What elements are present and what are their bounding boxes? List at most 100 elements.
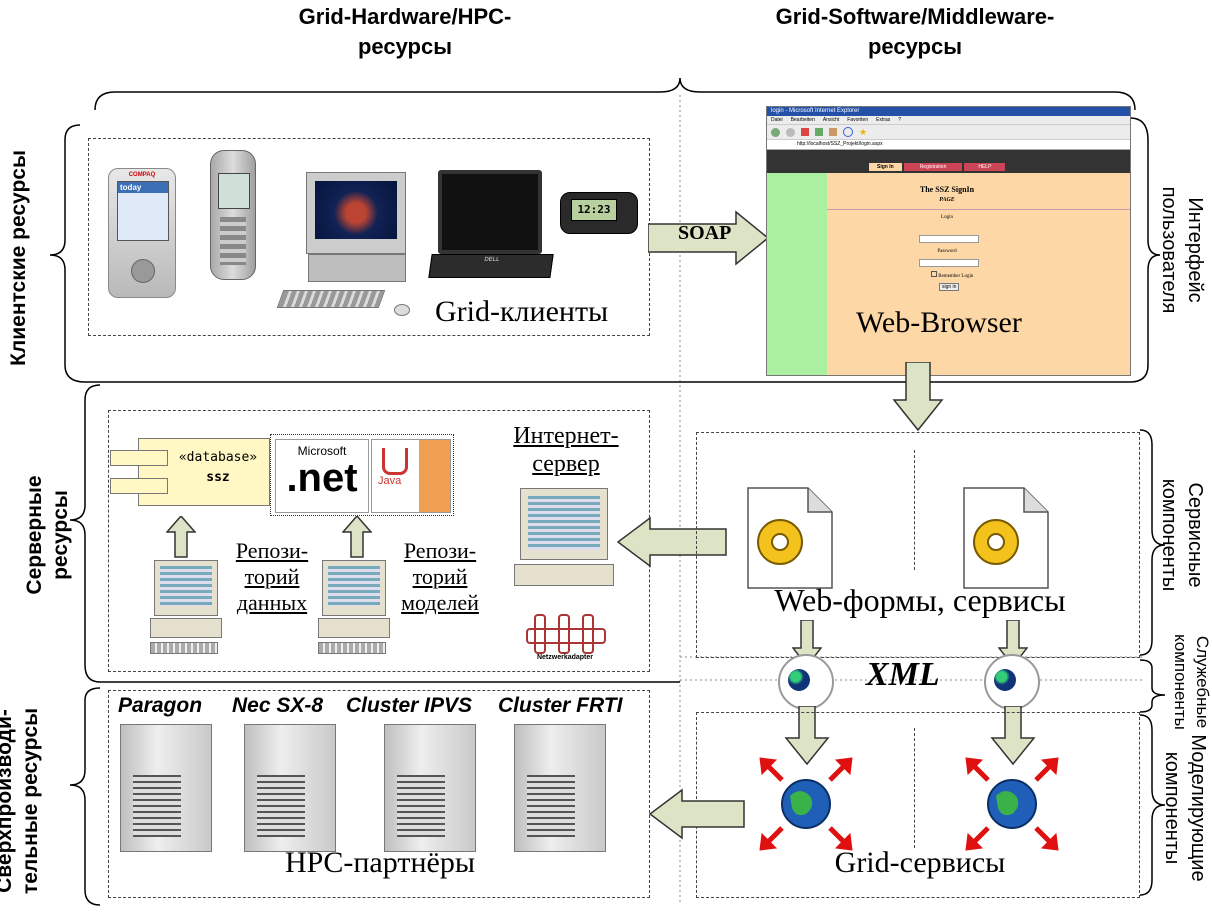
server-brace xyxy=(69,384,680,683)
java-cup-icon xyxy=(382,448,408,475)
tab-registration[interactable]: Registration xyxy=(903,163,963,171)
hpc-brace xyxy=(69,687,101,906)
internet-server-monitor xyxy=(520,488,608,560)
arrow-repo-models-up xyxy=(342,516,372,558)
tower-vents xyxy=(257,775,305,837)
remember-checkbox[interactable] xyxy=(931,271,937,277)
web-forms-label: Web-формы, сервисы xyxy=(774,582,1066,618)
internet-server-screen xyxy=(528,496,600,550)
pager-screen: 12:23 xyxy=(571,199,617,221)
dotnet-logo: Microsoft .net xyxy=(275,439,369,513)
repo-models-line3: моделей xyxy=(401,590,479,615)
header-hardware: Grid-Hardware/HPC- ресурсы xyxy=(190,2,620,62)
header-hardware-line2: ресурсы xyxy=(357,34,453,59)
header-software-line1: Grid-Software/Middleware- xyxy=(775,4,1055,29)
document-gear-icon xyxy=(747,487,833,589)
browser-menu-item[interactable]: ? xyxy=(898,117,902,123)
pda-button xyxy=(131,259,155,283)
model-label-line2: компоненты xyxy=(1161,751,1183,865)
hpc-name-nec: Nec SX-8 xyxy=(232,694,324,717)
dotnet-microsoft: Microsoft xyxy=(297,444,347,458)
server-tower-paragon xyxy=(120,724,212,852)
signin-subtitle: PAGE xyxy=(939,197,955,203)
service-label-line2: компоненты xyxy=(1158,478,1180,592)
home-icon[interactable] xyxy=(829,128,837,136)
tab-help[interactable]: HELP xyxy=(964,163,1006,171)
database-component: «database» ssz xyxy=(110,438,270,506)
header-hardware-line1: Grid-Hardware/HPC- xyxy=(298,4,512,29)
remember-login[interactable]: Remember Login xyxy=(931,271,973,279)
search-icon[interactable] xyxy=(843,127,853,137)
laptop-base: DELL xyxy=(428,254,554,278)
model-label-line1: Моделирующие xyxy=(1187,734,1209,882)
browser-menu-item[interactable]: Favoriten xyxy=(847,117,869,123)
label-client-resources: Клиентские ресурсы xyxy=(7,150,30,366)
internet-server-case xyxy=(514,564,614,586)
hpc-partners-box xyxy=(108,690,650,898)
desktop-screen xyxy=(315,181,397,239)
repo-models-label: Репози- торий моделей xyxy=(388,538,492,616)
arrow-grid-to-hpc xyxy=(648,788,745,840)
browser-menu-bar: Datei Bearbeiten Ansicht Favoriten Extra… xyxy=(767,116,1130,124)
arrow-repo-data-up xyxy=(166,516,196,558)
desktop-computer xyxy=(276,172,410,320)
mobile-phone xyxy=(210,150,256,280)
tower-vents xyxy=(527,775,575,837)
internet-server-computer xyxy=(514,488,614,598)
network-port-1 xyxy=(534,614,546,654)
label-server-resources: Серверные ресурсы xyxy=(22,455,78,615)
repo-models-monitor xyxy=(322,560,386,616)
server-tower-frti xyxy=(514,724,606,852)
desktop-keyboard xyxy=(276,290,386,308)
favorites-icon[interactable]: ★ xyxy=(859,126,868,137)
xml-service-icon-2 xyxy=(984,654,1040,710)
tower-vents xyxy=(133,775,181,837)
forward-icon[interactable] xyxy=(786,127,795,137)
hpc-partners-label: HPC-партнёры xyxy=(285,846,475,879)
header-software: Grid-Software/Middleware- ресурсы xyxy=(700,2,1130,62)
web-form-icon-2 xyxy=(960,486,1052,590)
login-input[interactable] xyxy=(919,235,979,243)
arrow-services-to-server xyxy=(616,516,727,568)
signin-button[interactable]: sign in xyxy=(939,283,960,291)
remember-label: Remember Login xyxy=(938,274,974,279)
browser-menu-item[interactable]: Datei xyxy=(771,117,783,123)
ui-label-line1: Интерфейс xyxy=(1184,197,1206,303)
internet-server-line1: Интернет- xyxy=(513,423,619,449)
server-tower-ipvs xyxy=(384,724,476,852)
desktop-monitor xyxy=(306,172,406,254)
server-label-line2: ресурсы xyxy=(49,490,72,580)
label-service-components: Сервисные компоненты xyxy=(1152,465,1208,605)
pda-screen-text: today xyxy=(118,182,168,193)
database-name: ssz xyxy=(206,470,230,485)
database-stereotype: «database» xyxy=(178,450,258,465)
repo-models-screen xyxy=(328,566,380,606)
repo-data-screen xyxy=(160,566,212,606)
repo-data-label: Репози- торий данных xyxy=(226,538,318,616)
grid-services-label: Grid-сервисы xyxy=(834,846,1006,879)
header-software-line2: ресурсы xyxy=(867,34,963,59)
web-form-icon-1 xyxy=(744,486,836,590)
network-adapter-bar xyxy=(526,628,606,644)
password-input[interactable] xyxy=(919,259,979,267)
internet-server-line2: сервер xyxy=(532,451,600,477)
browser-menu-item[interactable]: Bearbeiten xyxy=(790,117,815,123)
browser-address-bar[interactable]: http://localhost/SSZ_Projekt/login.aspx xyxy=(767,140,1130,150)
browser-menu-item[interactable]: Ansicht xyxy=(822,117,840,123)
network-adapter: Netzwerkadapter xyxy=(520,610,610,666)
tab-signin[interactable]: Sign In xyxy=(869,163,902,171)
repo-data-keyboard xyxy=(150,642,218,654)
browser-menu-item[interactable]: Extras xyxy=(876,117,891,123)
stop-icon[interactable] xyxy=(801,128,809,136)
web-browser-window: login - Microsoft Internet Explorer Date… xyxy=(766,106,1131,376)
phone-screen xyxy=(218,173,250,209)
back-icon[interactable] xyxy=(771,127,780,137)
model-brace xyxy=(1139,714,1166,896)
refresh-icon[interactable] xyxy=(815,128,823,136)
pda-screen: today xyxy=(117,181,169,241)
label-user-interface: Интерфейс пользователя xyxy=(1152,170,1208,330)
browser-main-panel: Sign In Registration HELP The SSZ SignIn… xyxy=(827,163,1130,375)
top-brace xyxy=(94,77,1136,111)
repo-models-line2: торий xyxy=(412,564,468,589)
laptop: DELL xyxy=(428,170,554,290)
